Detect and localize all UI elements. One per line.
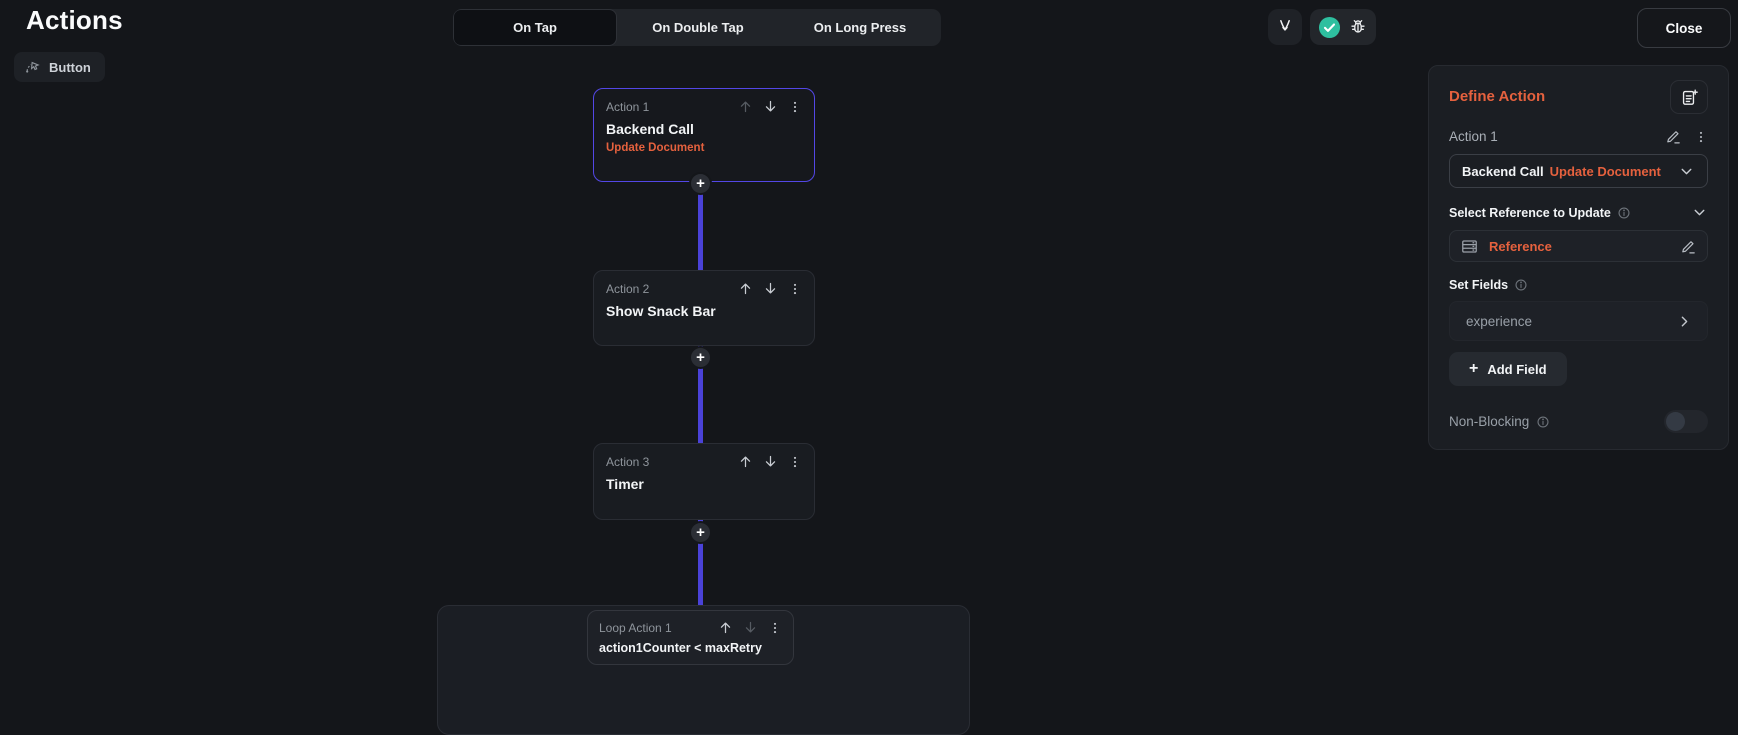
- set-fields-label: Set Fields: [1449, 278, 1509, 292]
- action-card-label: Loop Action 1: [599, 620, 672, 635]
- edit-pencil-icon[interactable]: [1680, 238, 1697, 255]
- kebab-menu-icon[interactable]: [1694, 130, 1708, 144]
- trigger-chip-label: Button: [49, 59, 91, 75]
- document-add-icon: [1680, 88, 1699, 107]
- add-field-button[interactable]: + Add Field: [1449, 352, 1567, 386]
- gesture-flow-icon: [1275, 17, 1295, 37]
- check-circle-icon[interactable]: [1318, 16, 1341, 39]
- page-title: Actions: [26, 5, 123, 35]
- tab-on-long-press[interactable]: On Long Press: [813, 20, 907, 35]
- non-blocking-toggle[interactable]: [1664, 410, 1708, 433]
- action-card-3[interactable]: Action 3 Timer: [593, 443, 815, 520]
- info-icon: [1617, 206, 1631, 220]
- kebab-menu-icon[interactable]: [788, 100, 802, 114]
- info-icon: [1514, 278, 1528, 292]
- move-down-icon: [743, 620, 758, 635]
- tab-on-tap[interactable]: On Tap: [453, 9, 617, 46]
- action-card-subtitle: Update Document: [606, 142, 705, 154]
- trigger-widget-chip[interactable]: Button: [14, 52, 105, 82]
- tap-gesture-icon: [24, 59, 41, 76]
- field-row-experience[interactable]: experience: [1449, 301, 1708, 341]
- move-up-icon: [738, 99, 753, 114]
- kebab-menu-icon[interactable]: [788, 455, 802, 469]
- toggle-knob: [1666, 412, 1685, 431]
- non-blocking-label: Non-Blocking: [1449, 414, 1530, 429]
- reference-value: Reference: [1489, 238, 1552, 254]
- chevron-right-icon: [1676, 313, 1693, 330]
- chevron-down-icon[interactable]: [1691, 204, 1708, 221]
- action-type-value: Backend Call: [1462, 163, 1544, 179]
- action-card-label: Action 3: [606, 454, 650, 469]
- chevron-down-icon: [1678, 163, 1695, 180]
- add-action-document-button[interactable]: [1670, 80, 1708, 114]
- add-action-node[interactable]: +: [689, 521, 712, 544]
- add-field-label: Add Field: [1487, 361, 1547, 377]
- kebab-menu-icon[interactable]: [768, 621, 782, 635]
- add-action-node[interactable]: +: [689, 346, 712, 369]
- action-card-label: Action 1: [606, 99, 650, 114]
- action-card-label: Action 2: [606, 281, 650, 296]
- action-type-select[interactable]: Backend Call Update Document: [1449, 154, 1708, 188]
- gesture-flow-button[interactable]: [1268, 9, 1302, 45]
- move-up-icon[interactable]: [718, 620, 733, 635]
- add-action-node[interactable]: +: [689, 172, 712, 195]
- bug-icon[interactable]: [1348, 17, 1368, 37]
- panel-title: Define Action: [1449, 88, 1546, 105]
- move-down-icon[interactable]: [763, 99, 778, 114]
- loop-condition-text: action1Counter < maxRetry: [599, 641, 762, 655]
- panel-action-label: Action 1: [1449, 129, 1498, 144]
- field-name: experience: [1466, 313, 1533, 329]
- select-reference-label: Select Reference to Update: [1449, 205, 1611, 220]
- define-action-panel: Define Action Action 1 Back: [1428, 65, 1729, 450]
- info-icon: [1536, 415, 1550, 429]
- close-button[interactable]: Close: [1637, 8, 1731, 48]
- move-down-icon[interactable]: [763, 454, 778, 469]
- action-card-title: Show Snack Bar: [606, 303, 716, 319]
- action-card-title: Backend Call: [606, 121, 694, 137]
- action-card-title: Timer: [606, 476, 644, 492]
- move-up-icon[interactable]: [738, 454, 753, 469]
- move-up-icon[interactable]: [738, 281, 753, 296]
- reference-row[interactable]: Reference: [1449, 230, 1708, 262]
- trigger-tabbar: On Tap On Double Tap On Long Press: [453, 9, 941, 46]
- tab-on-double-tap[interactable]: On Double Tap: [652, 20, 744, 35]
- action-card-2[interactable]: Action 2 Show Snack Bar: [593, 270, 815, 346]
- plus-icon: +: [1469, 360, 1479, 377]
- move-down-icon[interactable]: [763, 281, 778, 296]
- action-subtype-value: Update Document: [1549, 163, 1661, 179]
- action-card-1[interactable]: Action 1 Backend Call Update Document: [593, 88, 815, 182]
- edit-pencil-icon[interactable]: [1665, 128, 1682, 145]
- loop-action-container: [437, 605, 970, 735]
- table-icon: [1460, 237, 1479, 256]
- kebab-menu-icon[interactable]: [788, 282, 802, 296]
- loop-action-card[interactable]: Loop Action 1 action1Counter < maxRetry: [587, 610, 794, 665]
- status-pill: [1310, 9, 1376, 45]
